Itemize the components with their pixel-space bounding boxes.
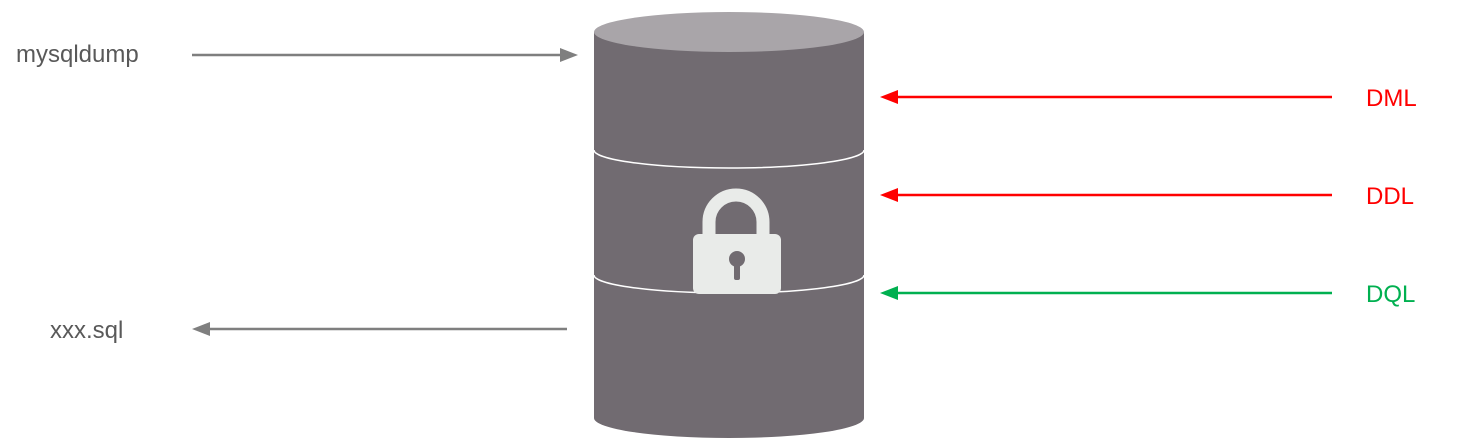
database-cylinder-icon bbox=[593, 12, 865, 438]
lock-keyhole-slot bbox=[734, 262, 740, 280]
cylinder-top bbox=[594, 12, 864, 52]
dql-label: DQL bbox=[1366, 281, 1415, 308]
ddl-arrow bbox=[880, 188, 1332, 202]
mysqldump-arrow bbox=[192, 48, 578, 62]
xxx-sql-label: xxx.sql bbox=[50, 317, 123, 344]
lock-keyhole bbox=[729, 251, 745, 267]
mysqldump-label: mysqldump bbox=[16, 41, 139, 68]
cylinder-ring-upper bbox=[593, 149, 865, 169]
dml-label: DML bbox=[1366, 85, 1417, 112]
xxx-sql-arrow bbox=[192, 322, 567, 336]
lock-shackle bbox=[702, 188, 770, 234]
lock-icon bbox=[693, 188, 781, 294]
ddl-label: DDL bbox=[1366, 183, 1414, 210]
dql-arrow bbox=[880, 286, 1332, 300]
dml-arrow bbox=[880, 90, 1332, 104]
